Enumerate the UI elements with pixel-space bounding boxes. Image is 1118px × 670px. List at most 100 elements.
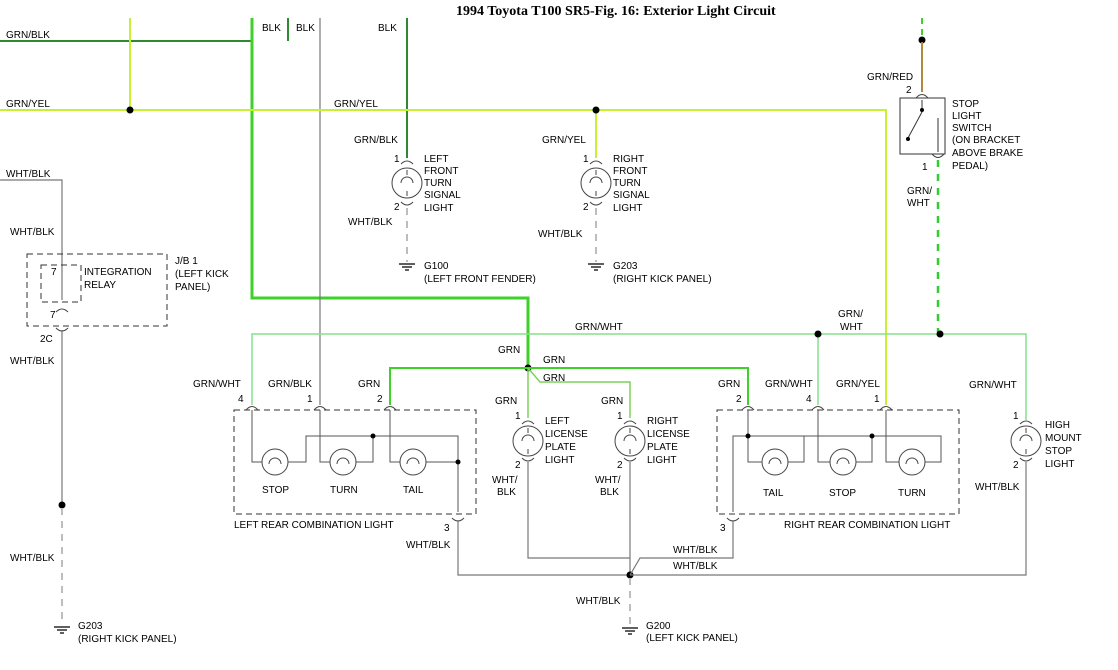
svg-text:PEDAL): PEDAL) [952,161,988,172]
left-rear-combo-box [233,409,477,515]
wire-grn-rlp [527,367,631,418]
label-grn-wht-hm: GRN/WHT [969,380,1017,391]
terminal [1019,420,1033,462]
label-wht-blk-rlp-b: BLK [600,487,619,498]
label-wht-blk-g200: WHT/BLK [576,596,621,607]
integration-relay-box [40,264,82,303]
pin-lf2: 2 [394,202,400,213]
label-grn-blk-top: GRN/BLK [6,30,50,41]
label-grn-yel-left: GRN/YEL [6,99,50,110]
svg-text:ABOVE BRAKE: ABOVE BRAKE [952,148,1023,159]
left-license-label: LEFT LICENSE PLATE LIGHT [545,416,588,466]
svg-text:STOP: STOP [952,99,979,110]
switch-contacts [907,100,939,152]
pin-rr2: 2 [736,394,742,405]
label-grn-rr: GRN [718,379,740,390]
wire-grn-blk-main [250,18,530,370]
jb1-box [26,253,168,327]
g200-label: G200 [646,621,671,632]
svg-text:LICENSE: LICENSE [647,429,690,440]
right-license-label: RIGHT LICENSE PLATE LIGHT [647,416,690,466]
splice-dot [58,501,66,509]
switch-contact [906,137,910,141]
svg-text:LIGHT: LIGHT [424,203,453,214]
g100-location: (LEFT FRONT FENDER) [424,274,536,285]
jb1-label: J/B 1 (LEFT KICK PANEL) [175,256,229,293]
wire-wht-blk-rrc [629,520,734,576]
g203-left-label: G203 [78,621,103,632]
lr-turn-label: TURN [330,485,358,496]
label-grn-red: GRN/RED [867,72,913,83]
label-grn-b: GRN [543,355,565,366]
terminal [931,153,945,158]
svg-text:SWITCH: SWITCH [952,123,991,134]
wire-grn-lr [389,367,528,405]
lr-tail-label: TAIL [403,485,424,496]
label-grn-wht-right-a: GRN/ [838,309,863,320]
ground-icon [588,263,604,271]
pin-rr1: 1 [874,394,880,405]
label-blk-1: BLK [262,23,281,34]
svg-text:LIGHT: LIGHT [952,111,981,122]
high-mount-bulb [1010,425,1042,457]
pin-llp1: 1 [515,411,521,422]
left-front-turn-label: LEFT FRONT TURN SIGNAL LIGHT [424,154,461,214]
label-blk-2: BLK [296,23,315,34]
pin-rlp2: 2 [617,460,623,471]
lr-turn-bulb [329,448,357,476]
splice-dot [869,433,875,439]
pin-lr2: 2 [377,394,383,405]
pin-rr3: 3 [720,523,726,534]
label-wht-blk-hm: WHT/BLK [975,482,1020,493]
terminal [521,420,535,462]
svg-text:RIGHT: RIGHT [613,154,644,165]
pin-hm1: 1 [1013,411,1019,422]
diagram-title: 1994 Toyota T100 SR5-Fig. 16: Exterior L… [456,4,776,19]
pin-sw2: 2 [906,85,912,96]
pin-rf1: 1 [583,154,589,165]
wire-grn-rr [528,367,749,405]
g203-left-location: (RIGHT KICK PANEL) [78,634,177,645]
svg-text:LIGHT: LIGHT [647,455,676,466]
bulb-filament [268,457,420,465]
label-wht-blk-top: WHT/BLK [6,169,51,180]
label-grn-lr: GRN [358,379,380,390]
label-grn-yel-mid: GRN/YEL [334,99,378,110]
svg-text:(LEFT KICK: (LEFT KICK [175,269,229,280]
label-grn-wht-sw-a: GRN/ [907,186,932,197]
ground-icon [54,626,70,634]
label-wht-blk-llp-b: BLK [497,487,516,498]
pin-llp2: 2 [515,460,521,471]
ground-icon [622,627,638,635]
right-license-bulb [614,425,646,457]
label-wht-blk-lf: WHT/BLK [348,217,393,228]
stop-light-switch-box [899,97,946,155]
switch-pivot [920,108,924,112]
label-grn-blk-lr: GRN/BLK [268,379,312,390]
pin-relay7b: 7 [50,310,56,321]
pin-hm2: 2 [1013,460,1019,471]
terminal [400,160,414,206]
lr-stop-label: STOP [262,485,289,496]
svg-text:STOP: STOP [1045,446,1072,457]
g203-right-label: G203 [613,261,638,272]
svg-text:PLATE: PLATE [647,442,678,453]
terminal [623,420,637,462]
splice-dot [370,433,376,439]
terminal [915,94,929,99]
label-wht-blk-rlp-a: WHT/ [595,475,621,486]
label-grn-blk-lf: GRN/BLK [354,135,398,146]
wire-wht-blk-left [0,179,63,300]
g200-location: (LEFT KICK PANEL) [646,633,738,644]
rr-tail-bulb [761,448,789,476]
pin-rlp1: 1 [617,411,623,422]
svg-text:MOUNT: MOUNT [1045,433,1082,444]
splice-dot [126,106,134,114]
wire-wht-blk-hm [630,462,1027,576]
terminal [741,406,893,411]
label-grn-wht-rr: GRN/WHT [765,379,813,390]
g203-right-location: (RIGHT KICK PANEL) [613,274,712,285]
svg-text:PLATE: PLATE [545,442,576,453]
right-front-turn-label: RIGHT FRONT TURN SIGNAL LIGHT [613,154,650,214]
terminal [589,160,603,206]
